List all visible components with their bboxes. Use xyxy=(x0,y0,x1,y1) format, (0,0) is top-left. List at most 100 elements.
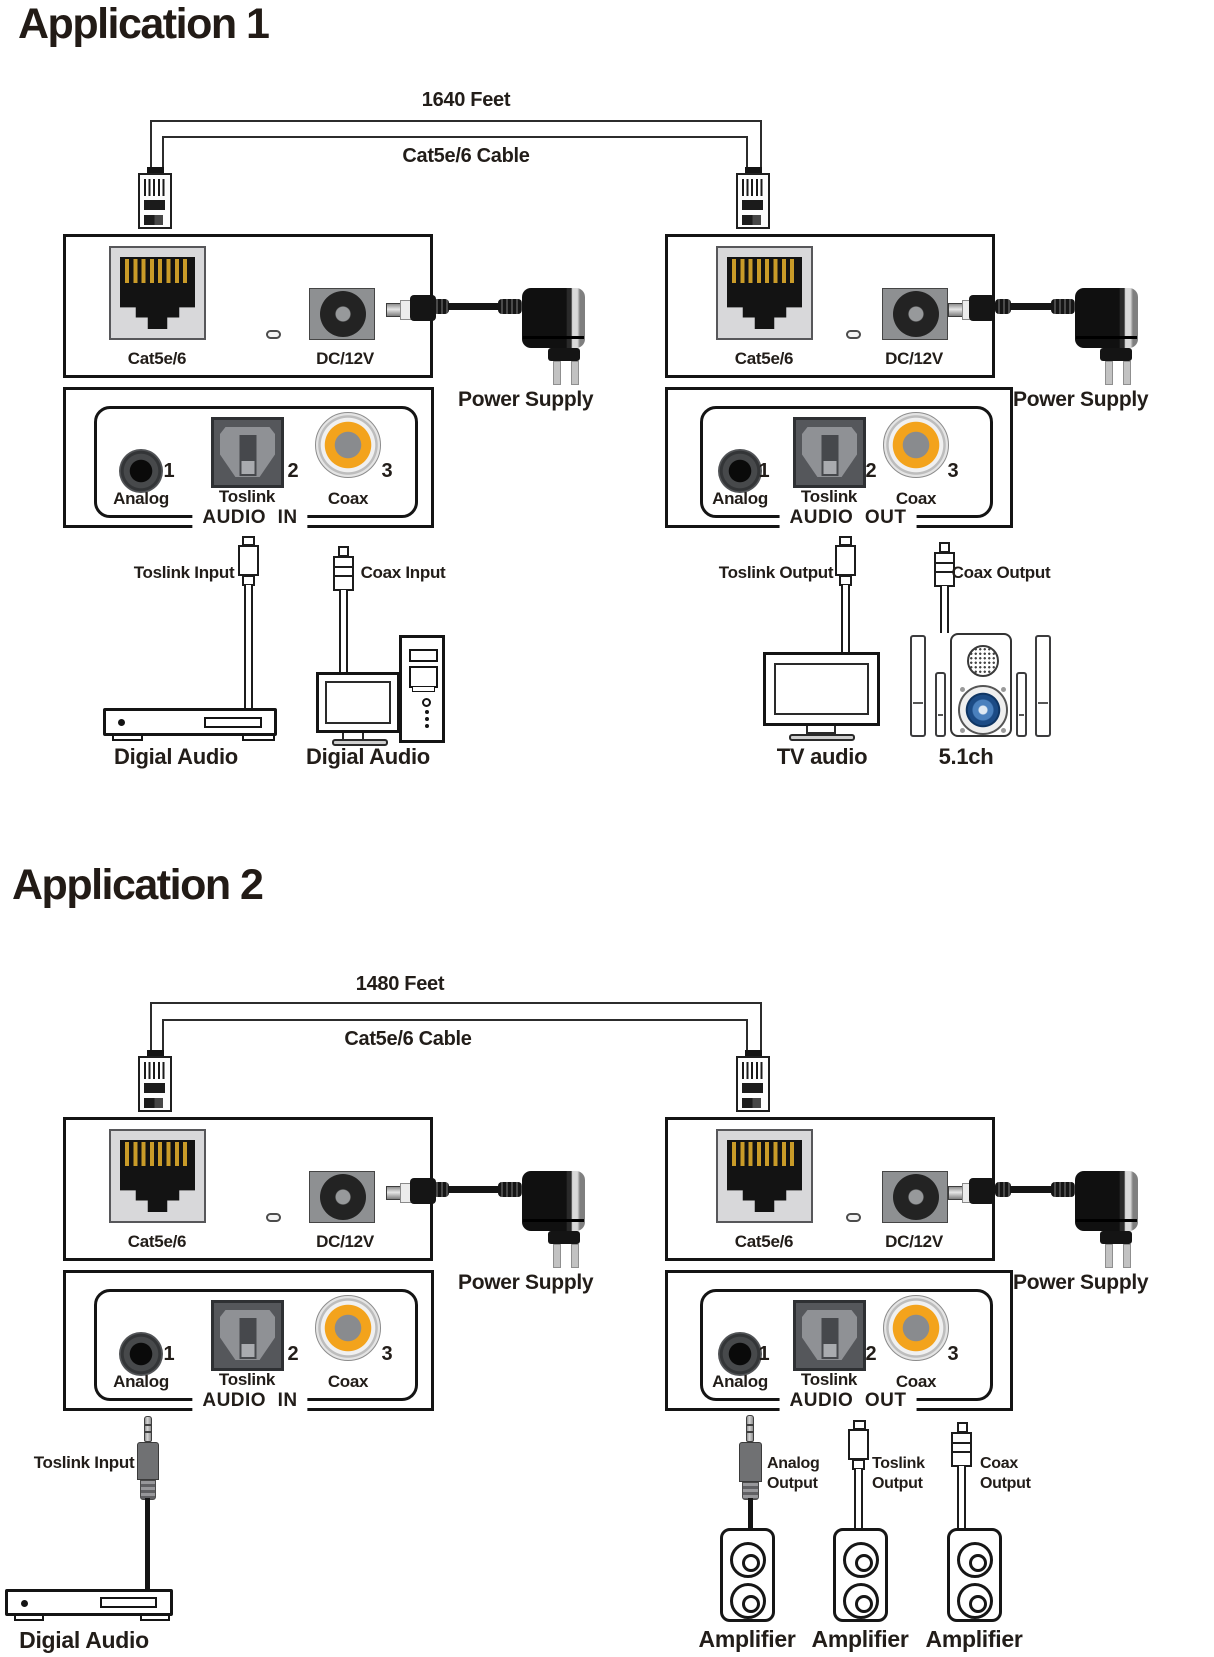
analog-port-icon xyxy=(718,449,762,493)
port-number: 1 xyxy=(758,460,770,482)
cable-type-label: Cat5e/6 Cable xyxy=(344,1028,472,1050)
amplifier-speaker-icon xyxy=(720,1528,775,1622)
port-number: 1 xyxy=(758,1343,770,1365)
sink2-label: 5.1ch xyxy=(938,744,994,769)
coax-output-label: Coax Output xyxy=(951,563,1051,582)
plug-prong-icon xyxy=(571,1244,579,1268)
mini-jack-connector-icon xyxy=(144,1416,152,1442)
power-adapter-icon xyxy=(522,288,585,348)
coax-cable xyxy=(957,1466,966,1528)
mini-jack-connector-icon xyxy=(746,1415,754,1442)
port-number: 3 xyxy=(381,1343,393,1365)
rj45-plug-pins-icon xyxy=(144,179,166,196)
port-number: 3 xyxy=(947,460,959,482)
transmitter-audio-panel: 1 2 3 Analog Toslink Coax AUDIO IN xyxy=(63,387,434,529)
toslink-label: Toslink xyxy=(218,487,276,506)
rj45-plug-cap-icon xyxy=(147,1050,164,1057)
toslink-cable xyxy=(854,1469,863,1528)
power-cable xyxy=(430,303,524,310)
app2-title: Application 2 xyxy=(12,861,264,909)
dc-port-label: DC/12V xyxy=(316,349,374,368)
power-adapter-icon xyxy=(522,1171,585,1231)
dc-jack-icon xyxy=(309,288,375,340)
plug-prong-icon xyxy=(1105,361,1113,385)
sink1-label: TV audio xyxy=(776,744,868,769)
analog-label: Analog xyxy=(113,1372,169,1391)
amplifier-label: Amplifier xyxy=(925,1626,1023,1652)
toslink-input-label: Toslink Input xyxy=(33,1453,135,1472)
coax-cable xyxy=(940,586,949,633)
led-icon xyxy=(266,330,281,339)
rj45-port-icon xyxy=(716,246,813,340)
rj45-plug-cap-icon xyxy=(745,1050,762,1057)
coax-label: Coax xyxy=(895,1372,937,1391)
satellite-speaker-icon xyxy=(1035,635,1051,737)
subwoofer-icon xyxy=(950,633,1012,737)
analog-output-label-line1: Analog xyxy=(767,1455,820,1472)
dc-port-label: DC/12V xyxy=(885,349,943,368)
coax-port-icon xyxy=(315,412,381,478)
coax-label: Coax xyxy=(327,489,369,508)
rj45-plug-icon xyxy=(736,1056,770,1112)
port-number: 2 xyxy=(865,1343,877,1365)
toslink-cable xyxy=(841,585,850,652)
port-number: 1 xyxy=(163,460,175,482)
dc-port-label: DC/12V xyxy=(885,1232,943,1251)
rj45-port-label: Cat5e/6 xyxy=(734,1232,794,1251)
coax-port-icon xyxy=(883,412,949,478)
led-icon xyxy=(266,1213,281,1222)
amplifier-label: Amplifier xyxy=(811,1626,909,1652)
toslink-output-label-line2: Output xyxy=(872,1475,923,1492)
audio-in-tag: AUDIO IN xyxy=(192,507,308,529)
power-cable xyxy=(430,1186,524,1193)
toslink-label: Toslink xyxy=(800,1370,858,1389)
toslink-port-icon xyxy=(211,1300,284,1371)
led-icon xyxy=(846,1213,861,1222)
cable-type-label: Cat5e/6 Cable xyxy=(402,145,530,167)
port-number: 2 xyxy=(287,1343,299,1365)
rj45-plug-icon xyxy=(138,1056,172,1112)
dvd-player-icon xyxy=(5,1589,173,1616)
analog-label: Analog xyxy=(712,489,768,508)
toslink-port-icon xyxy=(211,417,284,488)
tv-icon xyxy=(763,652,880,726)
cable-distance-label: 1640 Feet xyxy=(421,89,511,111)
dc-plug-icon xyxy=(386,303,401,317)
source2-label: Digial Audio xyxy=(306,744,430,769)
port-number: 3 xyxy=(947,1343,959,1365)
audio-in-tag: AUDIO IN xyxy=(192,1390,308,1412)
rj45-port-label: Cat5e/6 xyxy=(127,1232,187,1251)
port-number: 2 xyxy=(287,460,299,482)
plug-prong-icon xyxy=(553,361,561,385)
cable-distance-label: 1480 Feet xyxy=(355,973,445,995)
rj45-plug-cap-icon xyxy=(745,167,762,174)
plug-prong-icon xyxy=(1105,1244,1113,1268)
analog-cable xyxy=(748,1498,753,1528)
transmitter-top-panel: Cat5e/6 DC/12V xyxy=(63,234,436,378)
dc-plug-icon xyxy=(948,1186,963,1200)
receiver-top-panel: Cat5e/6 DC/12V xyxy=(665,1117,995,1261)
plug-prong-icon xyxy=(553,1244,561,1268)
cat5-cable-inner-line xyxy=(162,136,748,167)
led-icon xyxy=(846,330,861,339)
dvd-player-icon xyxy=(103,708,277,736)
toslink-output-label-line1: Toslink xyxy=(872,1455,925,1472)
audio-out-tag: AUDIO OUT xyxy=(779,507,917,529)
analog-port-icon xyxy=(119,449,163,493)
rj45-plug-cap-icon xyxy=(147,167,164,174)
desktop-computer-icon xyxy=(399,635,445,743)
power-supply-label: Power Supply xyxy=(1013,1271,1149,1294)
coax-output-label-line2: Output xyxy=(980,1475,1031,1492)
power-cable xyxy=(992,1186,1078,1193)
toslink-cable xyxy=(244,585,253,708)
toslink-label: Toslink xyxy=(800,487,858,506)
cat5-cable-outer-line xyxy=(150,1002,762,1050)
amplifier-speaker-icon xyxy=(833,1528,888,1622)
amplifier-speaker-icon xyxy=(947,1528,1002,1622)
toslink-cable xyxy=(145,1498,150,1589)
analog-output-label-line2: Output xyxy=(767,1475,818,1492)
rj45-plug-pins-icon xyxy=(742,179,764,196)
toslink-input-label: Toslink Input xyxy=(133,563,235,582)
app1-title: Application 1 xyxy=(18,0,270,48)
